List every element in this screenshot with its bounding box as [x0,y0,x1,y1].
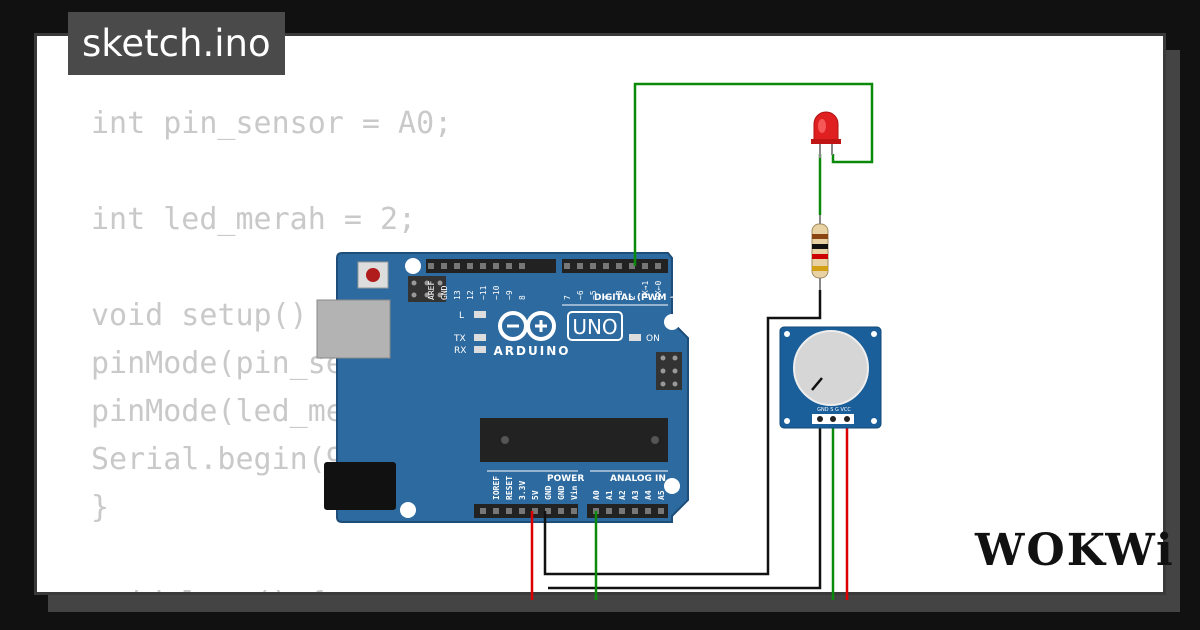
digital-label: DIGITAL (PWM ~) [594,293,681,303]
red-led[interactable] [811,111,841,158]
mount-hole-icon [405,258,421,274]
analog-header[interactable] [587,504,668,518]
mount-hole-icon [664,478,680,494]
power-pin-label: Vin [569,485,579,500]
digital-pin-label: ~5 [589,290,598,300]
resistor[interactable] [811,215,829,290]
code-line-11: void loop() { [91,586,326,592]
power-jack[interactable] [324,462,396,510]
reset-button-icon [366,268,380,282]
wokwi-logo: WOKWi [975,525,1175,576]
digital-pin-label: 2 [628,295,637,300]
code-line-3: int led_merah = 2; [91,202,417,237]
analog-pin-label: A4 [644,490,653,500]
analog-label: ANALOG IN [610,474,666,484]
code-line-1: int pin_sensor = A0; [91,106,453,141]
digital-pin-holes [428,263,661,269]
digital-pin-label: 13 [453,290,462,300]
file-tab[interactable]: sketch.ino [68,12,285,75]
digital-pin-label: ~10 [492,285,501,300]
digital-pin-label: AREF [427,281,436,300]
digital-pin-label: GND [440,285,449,300]
digital-pin-label: TX→1 [641,281,650,300]
knob-indicator-icon [811,377,823,391]
wire-resistor-gnd[interactable] [543,290,822,576]
power-pin-label: 5V [531,490,540,500]
mount-hole-icon [400,502,416,518]
led-tx-indicator [474,334,486,341]
atmega-chip [480,418,668,462]
led-tx-label: TX [453,334,466,344]
wires[interactable] [530,82,874,600]
power-pin-label: RESET [505,476,514,500]
led-on-label: ON [646,334,660,344]
board-name: ARDUINO [494,344,571,358]
digital-pin-label: 8 [518,295,527,300]
digital-header[interactable] [426,259,668,273]
board-model: UNO [572,315,617,339]
digital-pin-label: RX←0 [654,281,663,300]
led-rx-label: RX [454,346,466,356]
analog-pin-label: A1 [605,490,614,500]
icsp-header [408,276,446,302]
digital-pin-label: 7 [563,295,572,300]
potentiometer-knob[interactable] [793,330,869,406]
mount-hole-icon [664,314,680,330]
arduino-uno-board[interactable]: AREF GND 13 12 ~11 ~10 ~9 8 7 ~6 ~5 4 ~3 2 TX→1 RX←0 DI… [316,252,689,523]
wire-pin2-led[interactable] [633,82,874,266]
analog-pin-label: A5 [657,490,666,500]
pot-pin-labels: GND S G VCC [817,407,851,413]
analog-pin-label: A3 [631,490,640,500]
code-line-5: void setup() { [91,298,344,333]
potentiometer-module[interactable]: GND S G VCC [779,326,882,429]
wire-pot-gnd[interactable] [548,420,822,590]
bottom-pin-holes [480,508,664,514]
usb-port[interactable] [316,299,391,359]
led-rx-indicator [474,346,486,353]
icsp-header-2 [656,352,682,390]
power-pin-label: GND [557,485,566,500]
arduino-logo-icon [498,311,556,341]
power-pin-label: GND [544,485,553,500]
digital-pin-label: ~6 [576,290,585,300]
power-pin-label: IOREF [492,476,501,500]
power-pin-label: 3.3V [518,481,527,500]
led-l-label: L [459,311,464,321]
code-line-9: } [91,490,110,525]
led-on-indicator [629,334,641,341]
uno-badge [567,311,623,341]
analog-pin-label: A2 [618,490,627,500]
digital-pin-label: 12 [466,290,475,300]
digital-pin-labels: AREF GND 13 12 ~11 ~10 ~9 8 7 ~6 ~5 4 ~3 2 TX→1 RX←0 [427,281,663,300]
analog-pin-label: A0 [592,490,601,500]
power-label: POWER [547,474,584,484]
digital-pin-label: 4 [602,295,611,300]
digital-pin-label: ~9 [505,290,514,300]
analog-pin-labels: A0 A1 A2 A3 A4 A5 [592,490,666,500]
digital-pin-label: ~11 [479,285,488,300]
power-header[interactable] [474,504,578,518]
led-l-indicator [474,311,486,318]
digital-pin-label: ~3 [615,290,624,300]
